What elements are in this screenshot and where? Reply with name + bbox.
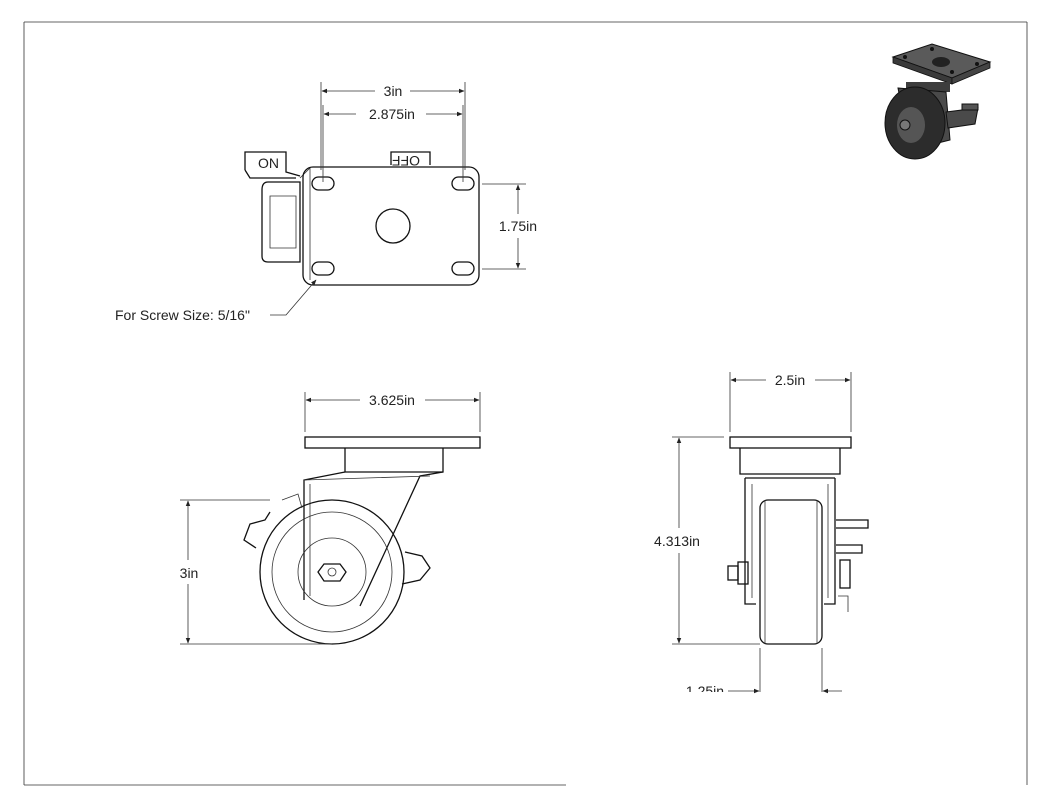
dim-plate-length: 3.625in [369, 392, 415, 408]
top-view: ON OFF 3in 2.875in 1.75in [115, 82, 537, 323]
screw-size-note: For Screw Size: 5/16" [115, 307, 250, 323]
side-axle-nut [317, 563, 347, 582]
isometric-caster-thumbnail [884, 43, 992, 160]
front-wheel [759, 499, 823, 645]
side-wheel-outer [259, 499, 405, 645]
top-center-hole [375, 208, 411, 244]
side-view: 3.625in 3in [180, 392, 481, 645]
dim-hole-spacing-y: 1.75in [499, 218, 537, 234]
top-slot-right-lower [451, 261, 475, 276]
dim-hole-spacing-x: 2.875in [369, 106, 415, 122]
sheet-border [23, 21, 1028, 786]
dim-plate-width: 2.5in [775, 372, 805, 388]
front-view: 2.5in 4.313in 1.25in [654, 372, 869, 699]
brake-on-label: ON [258, 155, 279, 171]
dim-top-width: 3in [384, 83, 403, 99]
dim-overall-height: 4.313in [654, 533, 700, 549]
side-plate [304, 436, 481, 449]
top-slot-left-lower [311, 261, 335, 276]
top-plate [302, 166, 480, 286]
dim-tread-width: 1.25in [686, 683, 724, 699]
brake-off-label: OFF [392, 153, 420, 169]
front-plate [729, 436, 852, 449]
dim-wheel-diameter: 3in [180, 565, 199, 581]
